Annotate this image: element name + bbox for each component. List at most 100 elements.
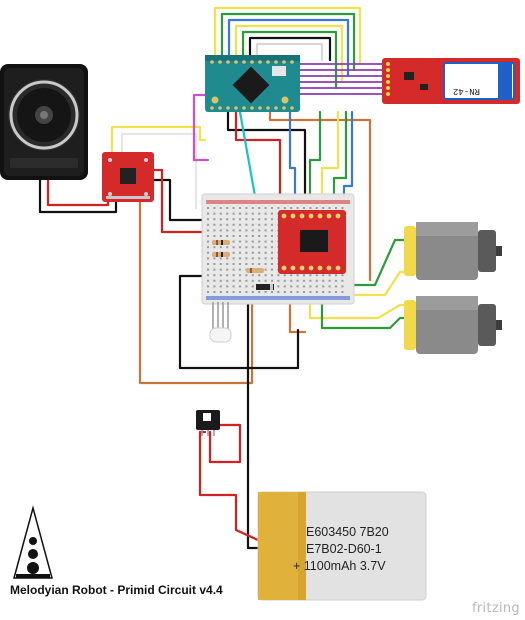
breadboard-hole [264,229,267,232]
breadboard-hole [296,285,299,288]
breadboard-hole [315,279,318,282]
breadboard-hole [207,251,209,254]
breadboard-hole [232,229,235,232]
battery-label-line2: E7B02-D60-1 [306,542,382,556]
breadboard-hole [258,235,261,237]
breadboard-hole [232,235,235,237]
breadboard-hole [251,263,254,265]
wire-red-speaker [46,178,110,207]
breadboard-hole [341,285,344,288]
wire-blue-top-1 [227,18,350,78]
breadboard-hole [277,274,280,277]
breadboard-hole [271,223,273,226]
breadboard-hole [258,218,261,221]
breadboard-hole [232,291,235,293]
breadboard-hole [219,291,222,293]
breadboard-hole [258,257,261,260]
breadboard-hole [335,291,337,293]
breadboard-hole [264,207,267,209]
breadboard-hole [226,291,229,293]
breadboard-hole [245,235,248,237]
breadboard-hole [251,257,254,260]
breadboard-hole [245,291,248,293]
breadboard-hole [315,274,318,277]
rgb-led-icon [209,302,232,343]
breadboard-hole [239,251,241,254]
breadboard-hole [219,229,222,232]
breadboard-hole [315,285,318,288]
breadboard-hole [290,274,293,277]
breadboard-hole [213,223,216,226]
breadboard-hole [251,212,254,215]
breadboard-hole [296,279,299,282]
breadboard-hole [219,274,222,277]
breadboard-hole [232,223,235,226]
breadboard-hole [271,291,273,293]
breadboard-hole [309,274,312,277]
breadboard-hole [251,246,254,249]
breadboard-hole [226,263,229,265]
breadboard-hole [213,279,216,282]
breadboard-hole [251,235,254,237]
wire-yellow-top-1 [213,6,362,66]
breadboard-hole [213,263,216,265]
breadboard-hole [341,279,344,282]
speaker-icon [0,64,88,180]
breadboard-hole [290,207,293,209]
bluetooth-label: RN-42 [453,86,480,96]
breadboard-hole [322,207,325,209]
breadboard-hole [296,207,299,209]
breadboard-hole [239,235,241,237]
breadboard-hole [245,212,248,215]
breadboard-hole [207,223,209,226]
breadboard-hole [271,218,273,221]
breadboard-hole [258,207,261,209]
breadboard-hole [309,279,312,282]
breadboard-hole [239,257,241,260]
breadboard-hole [251,223,254,226]
breadboard-hole [207,291,209,293]
breadboard-hole [264,246,267,249]
wire-white-top [255,42,324,62]
breadboard-hole [226,279,229,282]
breadboard-hole [322,274,325,277]
wire-black-amp [148,178,222,222]
bluetooth-bus [299,63,383,95]
wire-yellow-motor-2 [308,298,412,320]
breadboard-hole [315,291,318,293]
breadboard-hole [290,285,293,288]
breadboard-hole [232,246,235,249]
wire-black-top [248,36,332,62]
breadboard-hole [245,229,248,232]
wire-red-amp [148,168,214,234]
breadboard-hole [226,223,229,226]
breadboard-hole [277,285,280,288]
breadboard-hole [271,235,273,237]
breadboard-hole [328,274,331,277]
breadboard-hole [271,229,273,232]
audio-amplifier-board [102,152,154,202]
breadboard-hole [207,212,209,215]
resistors [212,240,264,273]
breadboard-hole [258,229,261,232]
breadboard-hole [264,257,267,260]
breadboard-hole [309,207,312,209]
breadboard-hole [335,279,337,282]
breadboard-hole [271,212,273,215]
breadboard-hole [335,207,337,209]
breadboard-hole [296,274,299,277]
breadboard-hole [296,291,299,293]
breadboard-hole [251,279,254,282]
breadboard-hole [207,263,209,265]
breadboard-hole [207,246,209,249]
breadboard-hole [264,240,267,243]
melodyian-logo-icon [13,505,53,579]
breadboard-hole [213,207,216,209]
breadboard-hole [309,291,312,293]
breadboard-hole [303,207,305,209]
breadboard-hole [341,291,344,293]
breadboard-hole [245,223,248,226]
breadboard-hole [207,218,209,221]
bluetooth-module: RN-42 [382,58,520,104]
breadboard-hole [341,207,344,209]
